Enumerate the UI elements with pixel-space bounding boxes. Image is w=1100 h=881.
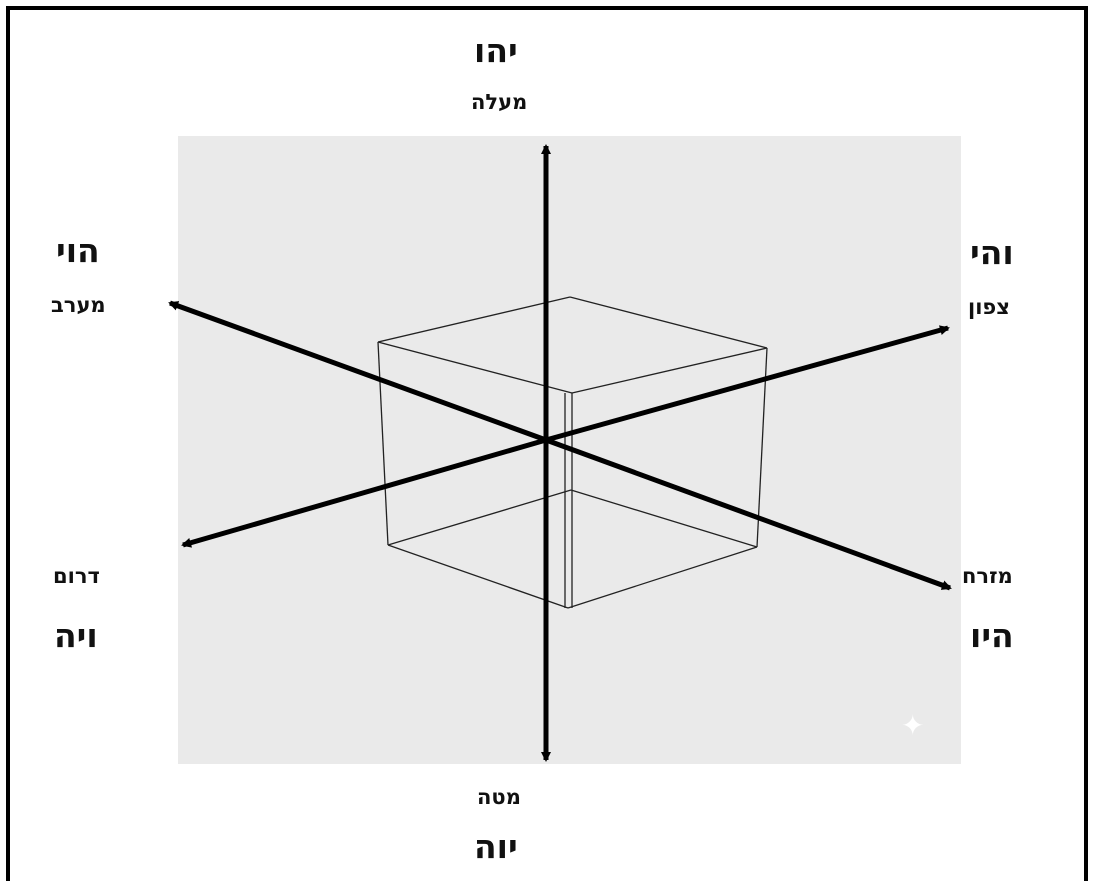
sparkle-icon: ✦ [901,709,925,742]
origin-point [542,436,550,444]
wireframe-cube [377,296,768,609]
lower-right-name-label: היו [970,616,1014,655]
upper-right-direction-label: צפון [968,295,1010,319]
upper-left-direction-label: מערב [51,293,106,317]
lower-left-name-label: ויה [54,616,98,655]
west-east-axis [168,300,547,443]
bottom-name-label: יוה [474,827,518,866]
bottom-direction-label: מטה [477,785,521,809]
lower-left-direction-label: דרום [53,564,100,588]
north-south-axis [545,325,950,443]
upper-right-name-label: והי [970,233,1014,272]
top-name-label: יהו [474,31,518,70]
upper-left-name-label: הוי [56,231,100,270]
lower-right-direction-label: מזרח [962,564,1013,588]
axes [168,144,952,762]
north-south-axis-south [181,437,547,548]
top-direction-label: מעלה [471,90,528,114]
west-east-axis-east [545,437,952,591]
